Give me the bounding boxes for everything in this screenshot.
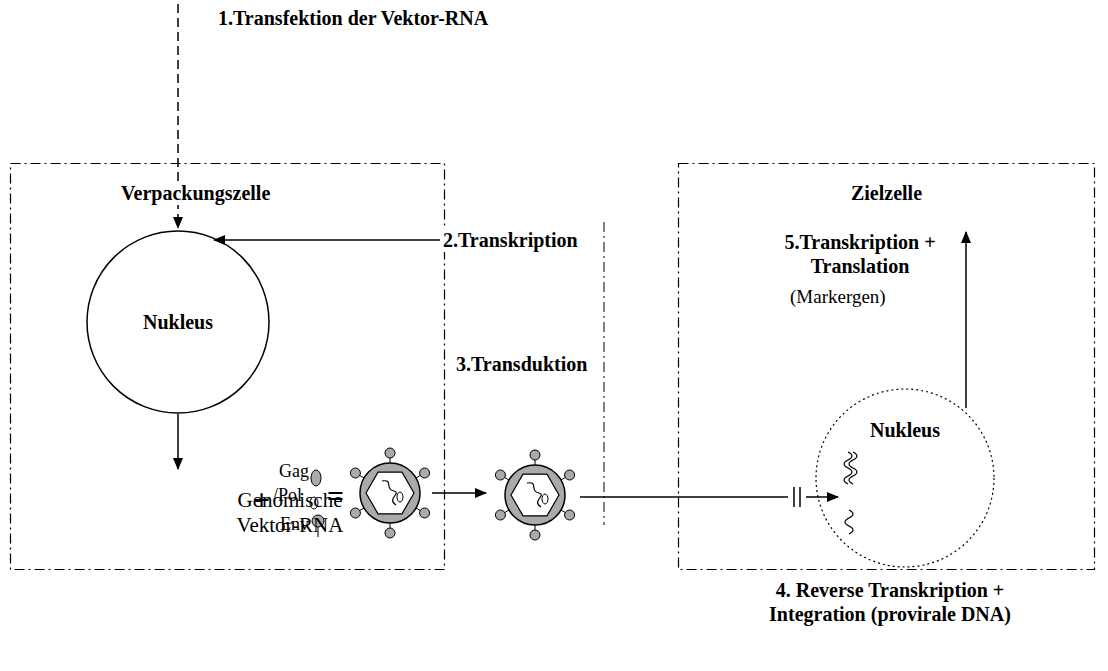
operator-symbol: +	[253, 482, 270, 518]
protein-label: Env	[280, 514, 309, 536]
dna-helix-symbol	[844, 452, 852, 484]
spike-ball	[385, 528, 395, 538]
flow-arrow	[177, 414, 179, 469]
transduction-arrow	[432, 492, 486, 494]
step-label: 5.Transkription + Translation	[755, 230, 965, 278]
reverse-transcription-arrow	[806, 496, 838, 498]
spike-stem	[416, 508, 420, 511]
spike-stem	[505, 510, 509, 513]
nucleus-circle: Nukleus	[815, 388, 995, 568]
rna-strand-symbol	[793, 487, 795, 507]
circle-border	[87, 231, 269, 413]
dna-helix-symbol	[849, 452, 857, 484]
cell-box: VerpackungszelleNukleusGenomische Vektor…	[10, 163, 445, 570]
node-title: Nukleus	[870, 418, 940, 442]
step-label: 2.Transkription	[443, 228, 578, 252]
step-label: 3.Transduktion	[456, 352, 587, 376]
spike-ball	[350, 508, 360, 518]
step-label: 4. Reverse Transkription + Integration (…	[755, 578, 1025, 626]
spike-stem	[561, 478, 565, 481]
virus-particle	[350, 448, 429, 538]
protein-label: /Pol	[273, 485, 302, 507]
spike-stem	[360, 508, 364, 511]
transcription-arrow	[214, 239, 440, 241]
particle-rna	[382, 481, 396, 505]
dna-helix-symbol	[845, 510, 853, 534]
spike-ball	[385, 448, 395, 458]
particle-enzyme	[542, 494, 548, 504]
particle-envelope	[360, 463, 420, 523]
operator-symbol: =	[327, 478, 344, 514]
step-label: 1.Transfektion der Vektor-RNA	[218, 6, 488, 30]
circle-border	[816, 389, 994, 567]
particle-capsid	[366, 472, 414, 514]
spike-stem	[505, 478, 509, 481]
spike-ball	[495, 510, 505, 520]
spike-ball	[530, 450, 540, 460]
box-border	[679, 164, 1095, 570]
particle-enzyme	[397, 492, 403, 502]
spike-ball	[495, 470, 505, 480]
expression-arrow	[965, 232, 967, 408]
box-outline	[10, 163, 445, 570]
spike-ball	[420, 508, 430, 518]
rna-text-node: Genomische Vektor-RNA	[112, 470, 252, 520]
spike-stem	[360, 476, 364, 479]
particle-rna	[527, 483, 541, 507]
virus-particle	[495, 450, 574, 540]
node-title: Nukleus	[143, 310, 213, 334]
rna-strand-symbol	[799, 487, 801, 507]
note-label: (Markergen)	[790, 286, 886, 309]
spike-stem	[561, 510, 565, 513]
spike-ball	[565, 470, 575, 480]
spike-ball	[420, 468, 430, 478]
circle-outline	[815, 388, 995, 568]
spike-ball	[530, 530, 540, 540]
spike-ball	[565, 510, 575, 520]
spike-ball	[350, 468, 360, 478]
spike-stem	[416, 476, 420, 479]
particle-envelope	[505, 465, 565, 525]
particle-capsid	[511, 474, 559, 516]
divider-line	[604, 222, 605, 525]
node-title: Verpackungszelle	[118, 181, 273, 205]
gag-symbol	[311, 470, 321, 486]
box-outline	[678, 163, 1095, 570]
nucleus-circle: Nukleus	[86, 230, 270, 414]
box-border	[11, 164, 445, 570]
entry-line	[580, 496, 788, 498]
protein-label: Gag	[279, 461, 309, 483]
node-title: Zielzelle	[851, 181, 922, 205]
cell-box: ZielzelleNukleus	[678, 163, 1095, 570]
